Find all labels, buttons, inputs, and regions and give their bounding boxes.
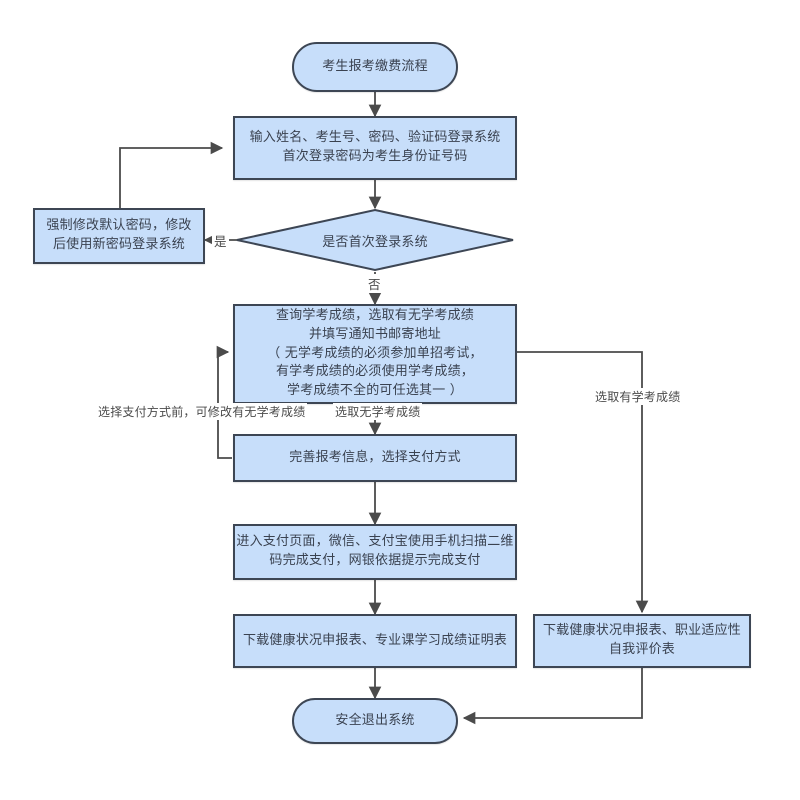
node-login[interactable]: 输入姓名、考生号、密码、验证码登录系统 首次登录密码为考生身份证号码 (233, 116, 517, 180)
edge-downloadright-to-exit (462, 668, 643, 725)
node-first-login-decision-label: 是否首次登录系统 (322, 234, 428, 250)
node-query-scores[interactable]: 查询学考成绩，选取有无学考成绩 并填写通知书邮寄地址 （ 无学考成绩的必须参加单… (233, 304, 517, 404)
node-first-login-decision[interactable]: 是否首次登录系统 (235, 208, 515, 272)
node-payment-page[interactable]: 进入支付页面，微信、支付宝使用手机扫描二维 码完成支付，网银依据提示完成支付 (233, 524, 517, 580)
edge-label-modify-before-pay: 选择支付方式前，可修改有无学考成绩 (96, 403, 308, 420)
edge-label-choose-no-score: 选取无学考成绩 (333, 403, 423, 420)
node-download-left[interactable]: 下载健康状况申报表、专业课学习成绩证明表 (233, 614, 517, 668)
edge-query-to-downloadright (517, 351, 649, 614)
node-start[interactable]: 考生报考缴费流程 (292, 42, 458, 92)
node-download-right[interactable]: 下载健康状况申报表、职业适应性 自我评价表 (533, 614, 751, 668)
edge-label-choose-has-score: 选取有学考成绩 (593, 388, 683, 405)
node-exit[interactable]: 安全退出系统 (292, 698, 458, 744)
node-complete-info[interactable]: 完善报考信息，选择支付方式 (233, 434, 517, 482)
edge-label-yes: 是 (212, 231, 229, 250)
edge-label-no: 否 (366, 274, 383, 293)
node-change-password[interactable]: 强制修改默认密码，修改 后使用新密码登录系统 (33, 208, 205, 264)
edge-changepw-to-login (119, 141, 224, 208)
diamond-shape (236, 208, 514, 272)
